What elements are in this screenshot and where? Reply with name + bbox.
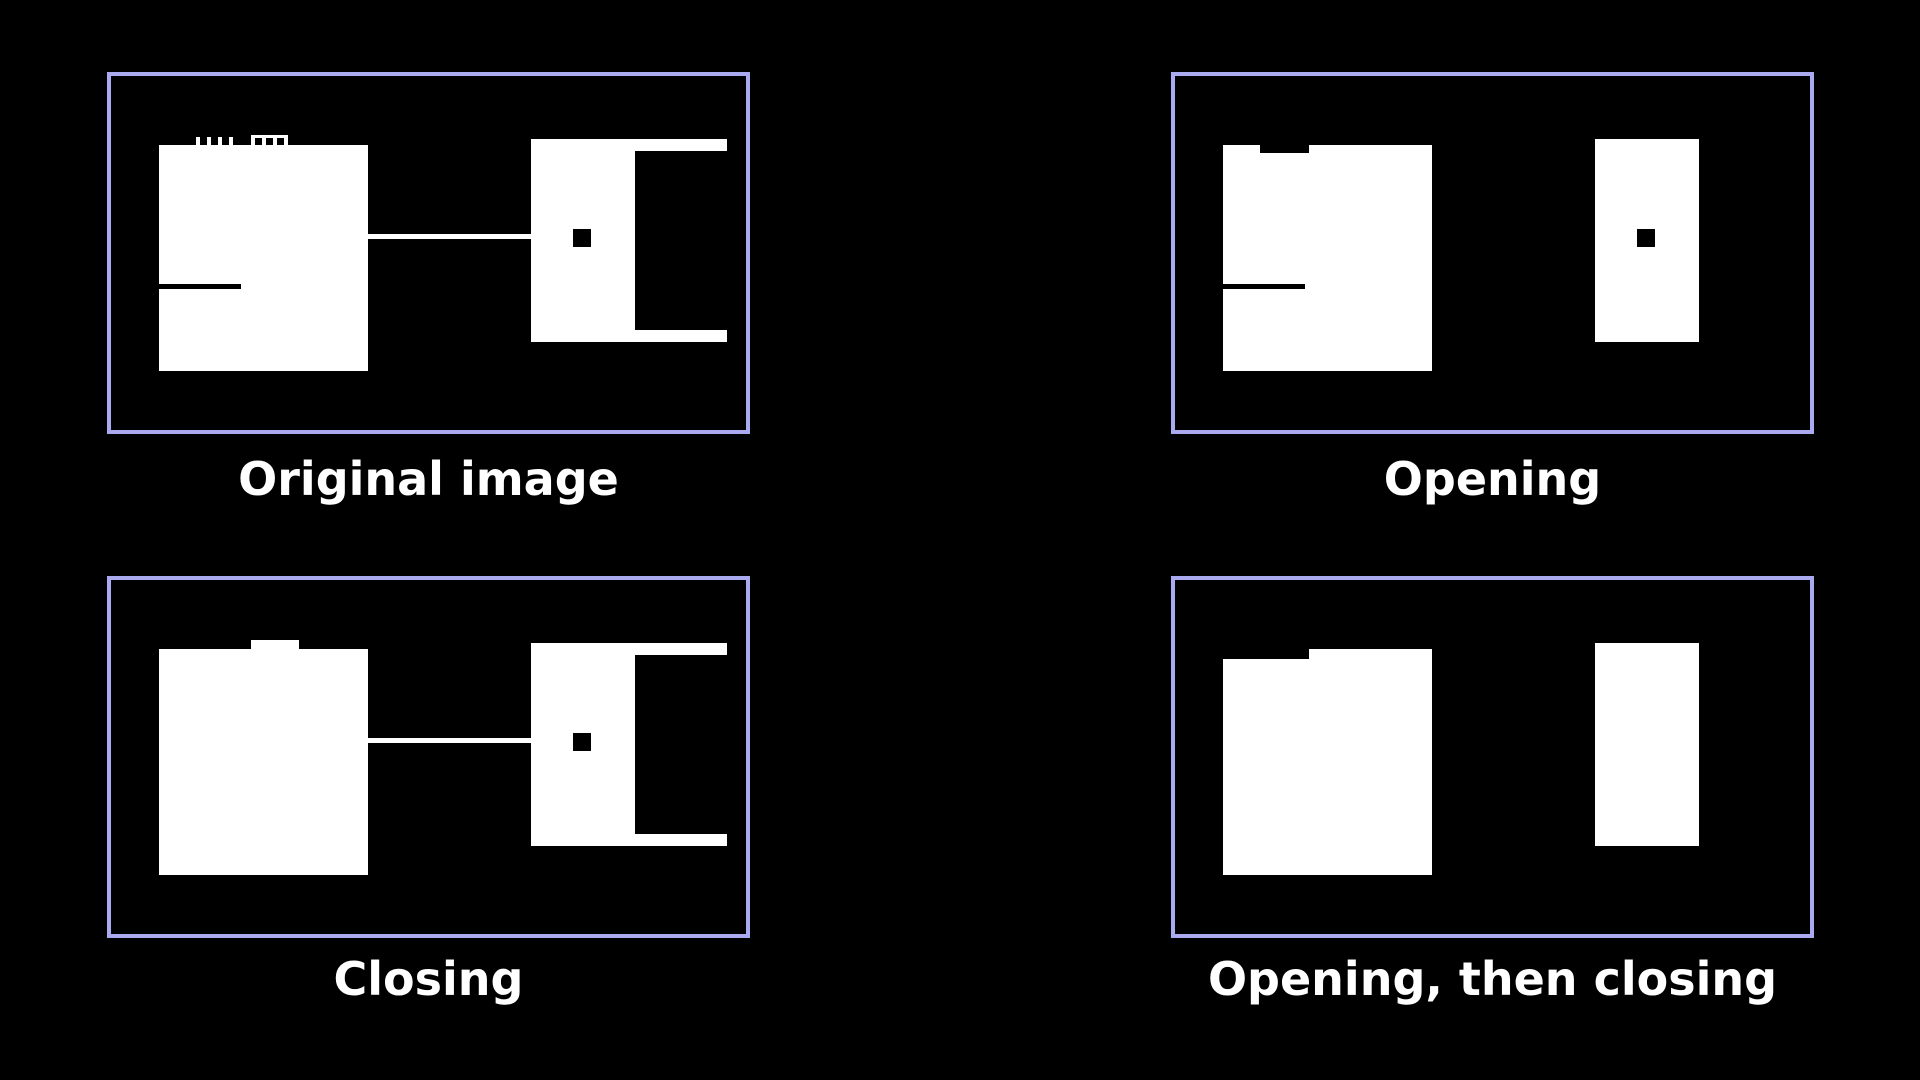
panel-frame	[107, 576, 750, 938]
spike	[196, 137, 200, 145]
top-bump	[251, 640, 299, 650]
caption-opening-then-closing: Opening, then closing	[1207, 952, 1778, 1006]
original-image-canvas	[107, 72, 750, 434]
left-slit	[1223, 284, 1305, 289]
hole	[1637, 229, 1655, 247]
left-block-raised-part	[1309, 649, 1432, 661]
panel-opening	[1171, 72, 1814, 434]
bracket-top-arm	[635, 139, 727, 151]
spike	[207, 137, 211, 145]
hole	[573, 229, 591, 247]
connecting-bridge	[368, 234, 532, 239]
panel-original-image	[107, 72, 750, 434]
spike	[273, 137, 277, 145]
bracket-top-arm	[635, 643, 727, 655]
spike-base	[251, 135, 288, 138]
bracket-bottom-arm	[635, 834, 727, 846]
closing-canvas	[107, 576, 750, 938]
caption-opening: Opening	[1383, 452, 1602, 506]
opening-canvas	[1171, 72, 1814, 434]
panel-frame	[1171, 576, 1814, 938]
connecting-bridge	[368, 738, 532, 743]
top-notch	[1260, 145, 1309, 153]
spike	[229, 137, 233, 145]
left-block	[1223, 659, 1432, 875]
spike	[284, 137, 288, 145]
panel-frame	[107, 72, 750, 434]
panel-closing	[107, 576, 750, 938]
spike	[262, 137, 266, 145]
left-block	[159, 145, 368, 371]
bracket-bottom-arm	[635, 330, 727, 342]
caption-original-image: Original image	[238, 452, 619, 506]
right-block	[1595, 643, 1699, 846]
spike	[218, 137, 222, 145]
spike	[251, 137, 255, 145]
panel-opening-then-closing	[1171, 576, 1814, 938]
caption-closing: Closing	[333, 952, 524, 1006]
left-slit	[159, 284, 241, 289]
left-block	[159, 649, 368, 875]
panel-frame	[1171, 72, 1814, 434]
left-block	[1223, 145, 1432, 371]
opening-then-closing-canvas	[1171, 576, 1814, 938]
hole	[573, 733, 591, 751]
